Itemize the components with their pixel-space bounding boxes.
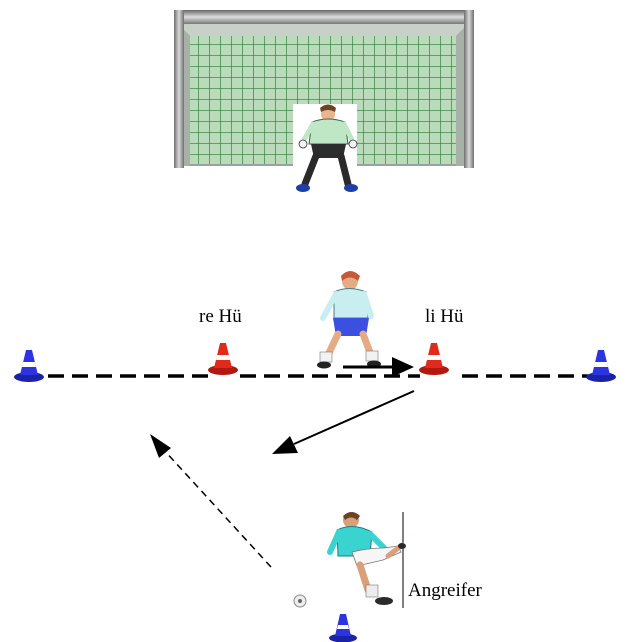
right-defender-label: re Hü bbox=[199, 306, 242, 327]
soccer-ball-icon bbox=[293, 594, 307, 608]
attacker-player-icon bbox=[324, 512, 406, 608]
attacker-label: Angreifer bbox=[408, 580, 482, 601]
diagonal-arrow bbox=[272, 390, 415, 454]
blue-cone-icon bbox=[14, 347, 44, 382]
attacker-path-arrow bbox=[150, 434, 272, 568]
defender-run-arrow bbox=[343, 357, 414, 377]
red-cone-icon bbox=[419, 340, 449, 375]
defender-player-icon bbox=[313, 270, 381, 370]
goalkeeper-icon bbox=[293, 104, 358, 198]
blue-cone-icon bbox=[329, 611, 357, 642]
red-cone-icon bbox=[208, 340, 238, 375]
blue-cone-icon bbox=[586, 347, 616, 382]
left-defender-label: li Hü bbox=[425, 306, 464, 327]
